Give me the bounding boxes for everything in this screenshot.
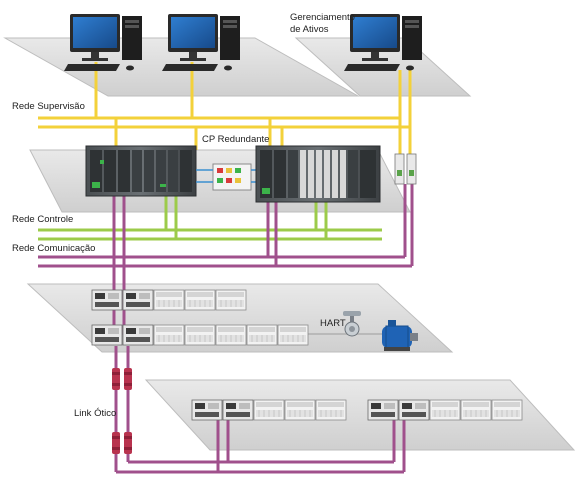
io-row-2 (91, 324, 309, 346)
asset-management-label-line1: Gerenciamento (290, 12, 355, 23)
redundancy-module (212, 163, 252, 191)
io-row-3 (191, 399, 347, 421)
hart-label: HART (320, 318, 346, 329)
controller-rack-right (255, 145, 381, 203)
optical-link-label: Link Ótico (74, 408, 117, 419)
optical-converter-4 (124, 432, 132, 454)
io-row-4 (367, 399, 523, 421)
supervision-network-lines (38, 62, 412, 160)
fiber-converter-icon (394, 153, 417, 185)
field-io-platform-2 (144, 379, 576, 451)
optical-converter-1 (112, 368, 120, 390)
valve-icon (343, 311, 361, 337)
optical-converter-3 (112, 432, 120, 454)
control-network-label: Rede Controle (12, 214, 74, 225)
communication-network-label: Rede Comunicação (12, 243, 96, 254)
asset-management-label-line2: de Ativos (290, 24, 329, 35)
control-network-lines (38, 195, 382, 241)
redundancy-links (196, 169, 256, 183)
supervision-network-label: Rede Supervisão (12, 101, 85, 112)
controller-rack-left (85, 145, 197, 197)
io-row-1 (91, 289, 247, 311)
motor-icon (382, 320, 418, 351)
optical-converter-2 (124, 368, 132, 390)
redundant-cp-label: CP Redundante (202, 134, 270, 145)
